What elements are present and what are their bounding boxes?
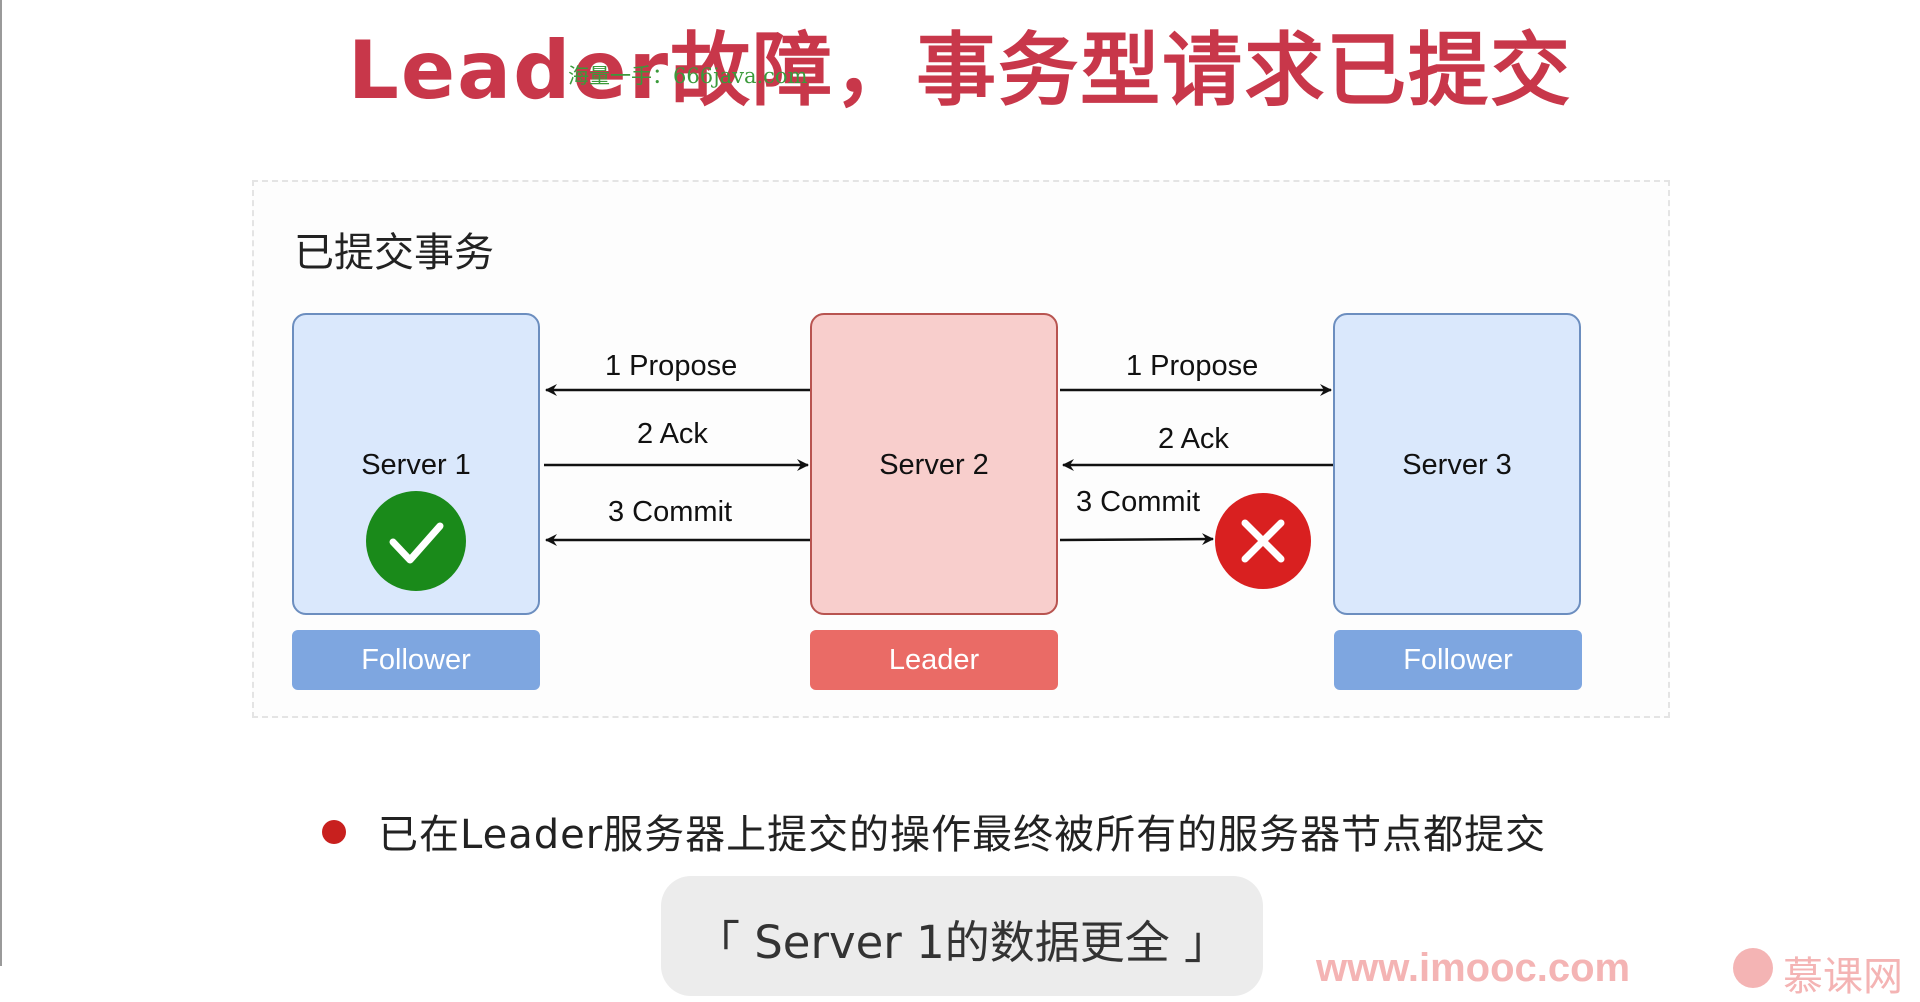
label-propose-right: 1 Propose [1126,350,1259,382]
slide-title: Leader故障，事务型请求已提交 [347,24,1573,117]
label-commit-left: 3 Commit [608,496,733,528]
note-text: 「 Server 1的数据更全 」 [694,916,1230,969]
label-commit-right: 3 Commit [1076,486,1201,518]
label-ack-left: 2 Ack [637,418,708,450]
server-1-name: Server 1 [361,449,471,481]
server-2-name: Server 2 [879,449,989,481]
server-2-role-badge: Leader [810,630,1058,690]
bullet-text: 已在Leader服务器上提交的操作最终被所有的服务器节点都提交 [378,812,1547,858]
server-3-role-badge: Follower [1334,630,1582,690]
brand-logo-icon [1733,948,1773,988]
diagram-arrows [366,384,1333,591]
diagram-section-label: 已提交事务 [294,230,494,276]
server-3-box: Server 3 [1333,313,1581,615]
brand-name: 慕课网 [1783,954,1903,1000]
left-border-rule [0,0,2,966]
x-circle-icon [1215,493,1311,589]
server-2-box: Server 2 [810,313,1058,615]
server-3-name: Server 3 [1402,449,1512,481]
label-ack-right: 2 Ack [1158,423,1229,455]
bullet-dot [322,820,346,844]
label-propose-left: 1 Propose [605,350,738,382]
check-circle-icon [366,491,466,591]
arrow-commit-right [1059,533,1214,546]
brand-url: www.imooc.com [1316,946,1631,990]
server-1-role-badge: Follower [292,630,540,690]
watermark: 海量一手：666java.com [568,64,808,88]
